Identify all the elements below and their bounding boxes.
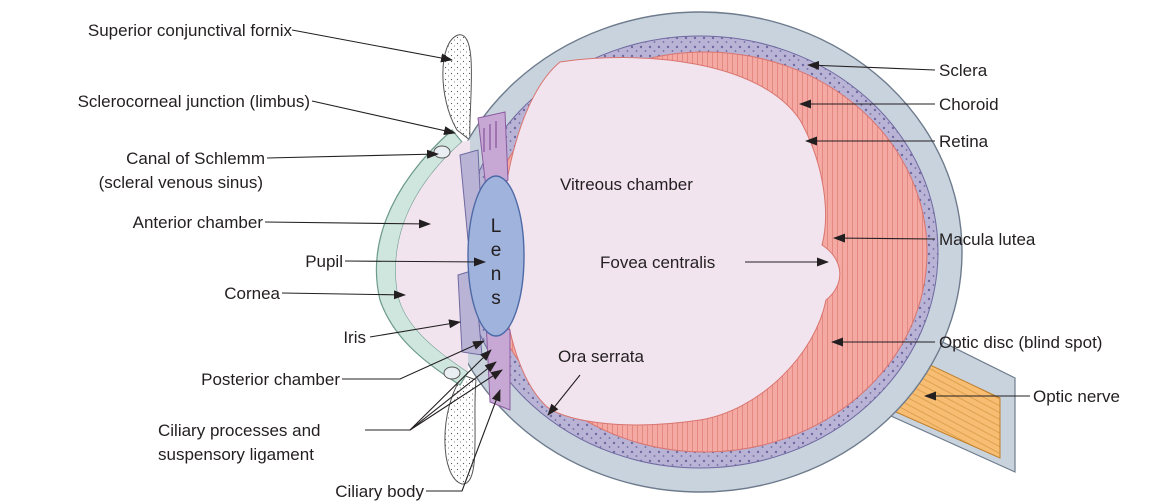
label-posterior-chamber: Posterior chamber <box>201 370 340 389</box>
anterior-segment <box>376 130 470 385</box>
lens-letter: s <box>491 288 501 309</box>
label-pupil: Pupil <box>305 252 343 271</box>
label-retina: Retina <box>939 132 989 151</box>
label-scleral-venous-sinus: (scleral venous sinus) <box>99 173 263 192</box>
lens-letter: L <box>491 216 502 237</box>
canal-of-schlemm-shape <box>434 146 450 158</box>
label-ciliary-processes-line2: suspensory ligament <box>158 445 314 464</box>
leader-canal-of-schlemm <box>267 154 438 158</box>
label-choroid: Choroid <box>939 95 999 114</box>
label-ora-serrata: Ora serrata <box>558 347 645 366</box>
label-ciliary-processes-line1: Ciliary processes and <box>158 421 321 440</box>
leader-superior-fornix <box>292 30 452 60</box>
label-canal-of-schlemm: Canal of Schlemm <box>126 149 265 168</box>
label-anterior-chamber: Anterior chamber <box>133 213 264 232</box>
leader-limbus <box>312 101 455 133</box>
lens-letter: n <box>491 264 502 285</box>
label-macula-lutea: Macula lutea <box>939 230 1036 249</box>
label-fovea-centralis: Fovea centralis <box>600 253 715 272</box>
label-iris: Iris <box>343 328 366 347</box>
label-sclera: Sclera <box>939 61 988 80</box>
label-vitreous-chamber: Vitreous chamber <box>560 175 693 194</box>
lens-letter: e <box>491 240 502 261</box>
label-ciliary-body: Ciliary body <box>335 482 424 501</box>
label-sclerocorneal-junction: Sclerocorneal junction (limbus) <box>78 92 310 111</box>
label-superior-conjunctival-fornix: Superior conjunctival fornix <box>88 21 293 40</box>
vitreous-chamber-area <box>500 58 840 425</box>
label-cornea: Cornea <box>224 284 280 303</box>
label-optic-disc: Optic disc (blind spot) <box>939 333 1102 352</box>
label-optic-nerve: Optic nerve <box>1033 387 1120 406</box>
